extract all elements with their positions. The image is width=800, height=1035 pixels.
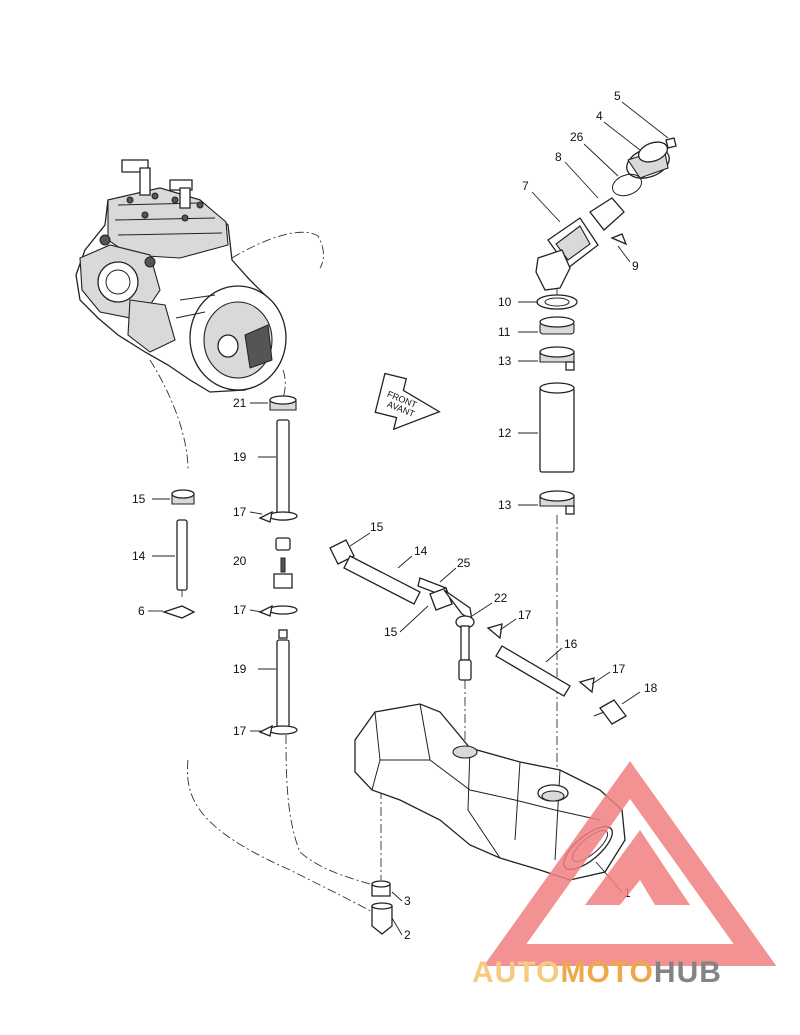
callout-26: 26 <box>570 130 584 144</box>
callout-6: 6 <box>138 604 145 618</box>
callout-20: 20 <box>233 554 247 568</box>
callout-19-top: 19 <box>233 450 247 464</box>
callout-11: 11 <box>498 325 511 339</box>
callout-14-mid: 14 <box>414 544 428 558</box>
callout-2: 2 <box>404 928 411 942</box>
front-direction-arrow: FRONT AVANT <box>374 372 441 431</box>
drain-fittings <box>371 880 393 935</box>
callout-25: 25 <box>457 556 471 570</box>
vent-hose-stack <box>258 395 298 737</box>
callout-17-e: 17 <box>612 662 626 676</box>
callout-13-top: 13 <box>498 354 512 368</box>
callout-4: 4 <box>596 109 603 123</box>
callout-14-left: 14 <box>132 549 146 563</box>
callout-17-d: 17 <box>518 608 532 622</box>
callout-18: 18 <box>644 681 658 695</box>
callout-15-low: 15 <box>384 625 398 639</box>
engine-assembly <box>75 159 287 393</box>
callout-21: 21 <box>233 396 247 410</box>
watermark-logo: AUTOMOTOHUB <box>472 761 777 989</box>
filler-cap-assembly <box>535 137 677 291</box>
callout-17-c: 17 <box>233 724 247 738</box>
callout-16: 16 <box>564 637 578 651</box>
small-hose-group <box>161 489 196 619</box>
callout-3: 3 <box>404 894 411 908</box>
callout-19-bottom: 19 <box>233 662 247 676</box>
callout-8: 8 <box>555 150 562 164</box>
callout-5: 5 <box>614 89 621 103</box>
watermark-text-moto: MOTO <box>560 956 653 989</box>
callout-15-left: 15 <box>132 492 146 506</box>
filler-hose-stack <box>536 294 578 515</box>
fuel-line-group <box>329 539 627 725</box>
watermark-triangle-icon <box>483 761 777 966</box>
callout-22: 22 <box>494 591 508 605</box>
callout-7: 7 <box>522 179 529 193</box>
callout-17-a: 17 <box>233 505 247 519</box>
watermark-text-auto: AUTO <box>472 956 560 989</box>
callout-12: 12 <box>498 426 512 440</box>
callout-9: 9 <box>632 259 639 273</box>
watermark-text-hub: HUB <box>654 956 722 989</box>
watermark-inner-mark-icon <box>585 830 690 905</box>
callout-13-bottom: 13 <box>498 498 512 512</box>
watermark-text: AUTOMOTOHUB <box>472 956 722 989</box>
callout-15-mid: 15 <box>370 520 384 534</box>
callout-10: 10 <box>498 295 512 309</box>
callout-17-b: 17 <box>233 603 247 617</box>
